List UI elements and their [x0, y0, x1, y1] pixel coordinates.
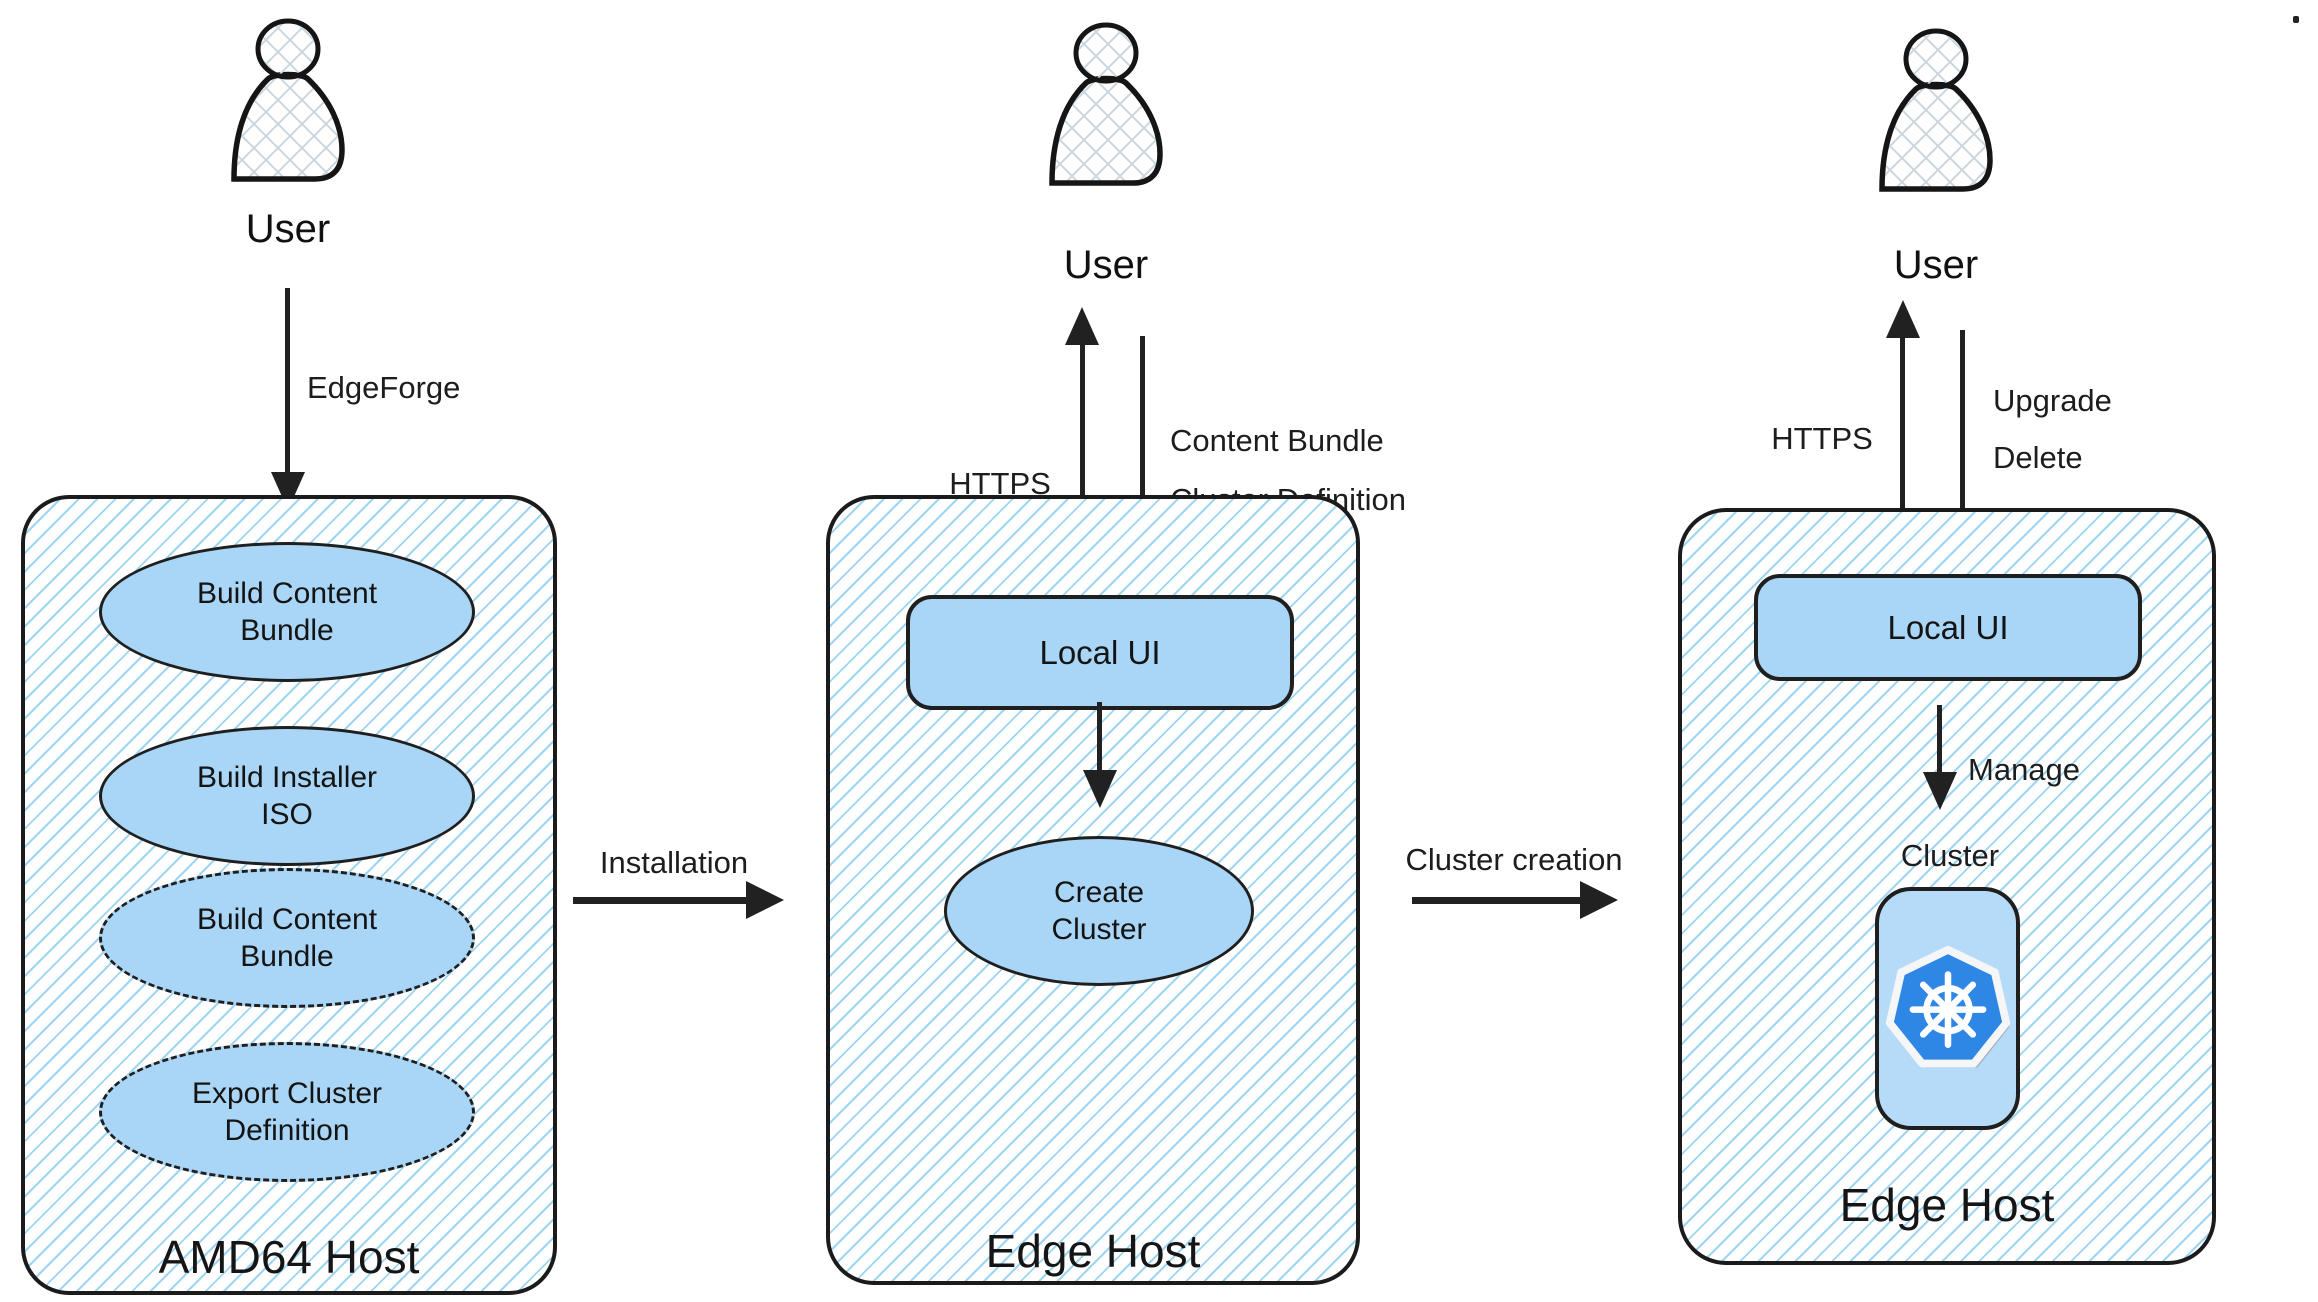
upgrade-arrow-label: Upgrade — [1993, 383, 2112, 418]
edge-host-title: Edge Host — [985, 1225, 1201, 1277]
user-label: User — [245, 207, 331, 251]
user-label: User — [1893, 243, 1979, 287]
node-create-cluster: Create Cluster — [944, 836, 1254, 986]
stray-dot — [2293, 16, 2299, 23]
node-label: Create Cluster — [1051, 875, 1147, 947]
node-build-content-bundle-dashed: Build Content Bundle — [99, 868, 475, 1008]
edgeforge-arrow-line — [285, 288, 290, 472]
node-label: Build Installer ISO — [196, 760, 378, 832]
node-label: Build Content Bundle — [196, 576, 378, 648]
node-label: Export Cluster Definition — [191, 1076, 383, 1148]
local-ui-to-create-cluster-line — [1097, 702, 1102, 772]
delete-arrow-label: Delete — [1993, 440, 2083, 475]
local-ui-box: Local UI — [1754, 574, 2142, 681]
installation-arrowhead — [746, 881, 784, 919]
amd64-host-title: AMD64 Host — [158, 1231, 420, 1283]
cluster-creation-arrow-line — [1412, 897, 1580, 904]
node-export-cluster-definition: Export Cluster Definition — [99, 1042, 475, 1182]
https-arrowhead-up — [1886, 300, 1920, 338]
user-label: User — [1063, 243, 1149, 287]
edgeforge-arrow-label: EdgeForge — [307, 370, 461, 405]
manage-arrow-line — [1937, 705, 1942, 772]
edge-host-title: Edge Host — [1839, 1179, 2055, 1231]
installation-arrow-line — [573, 897, 746, 904]
https-arrowhead-up — [1065, 307, 1099, 345]
local-ui-label: Local UI — [1887, 608, 2009, 646]
upgrade-delete-arrow-line — [1960, 330, 1965, 513]
kubernetes-logo — [1885, 945, 2011, 1068]
manage-arrowhead — [1923, 772, 1957, 810]
local-ui-box: Local UI — [906, 595, 1294, 710]
local-ui-label: Local UI — [1039, 633, 1161, 671]
local-ui-to-create-cluster-arrowhead — [1083, 770, 1117, 808]
https-arrow-line — [1080, 345, 1085, 568]
user-icon — [1049, 22, 1163, 186]
user-icon — [231, 18, 345, 182]
node-build-installer-iso: Build Installer ISO — [99, 726, 475, 866]
cluster-creation-arrowhead — [1580, 881, 1618, 919]
https-arrow-line — [1900, 338, 1905, 545]
https-arrow-label: HTTPS — [1771, 421, 1873, 456]
cluster-creation-arrow-label: Cluster creation — [1405, 842, 1623, 877]
node-label: Build Content Bundle — [196, 902, 378, 974]
node-build-content-bundle: Build Content Bundle — [99, 542, 475, 682]
user-icon — [1879, 28, 1993, 192]
cluster-label: Cluster — [1900, 838, 2000, 873]
content-bundle-arrow-label: Content Bundle — [1170, 423, 1384, 458]
content-bundle-arrow-line — [1140, 336, 1145, 530]
installation-arrow-label: Installation — [599, 845, 749, 880]
manage-arrow-label: Manage — [1968, 752, 2081, 787]
